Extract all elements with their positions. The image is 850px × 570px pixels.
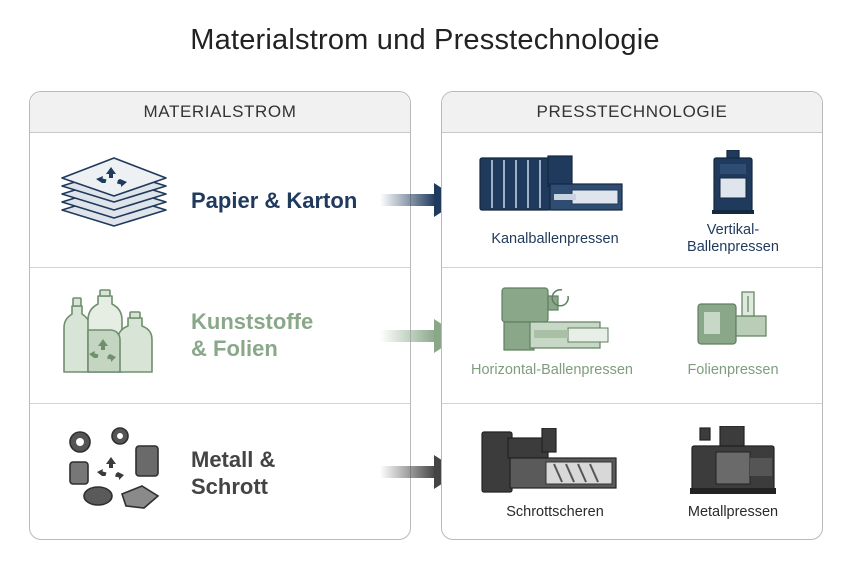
scrap-metal-recycle-icon (69, 427, 160, 509)
machine-label-vertical-baler: Vertikal- Ballenpressen (687, 222, 779, 255)
machine-label-metal-press: Metallpressen (687, 504, 779, 520)
material-flow-header: MATERIALSTROM (30, 92, 410, 133)
scrap-shear-icon (481, 428, 617, 493)
film-press-icon (697, 291, 767, 345)
material-row-paper: Papier & Karton (30, 132, 410, 268)
paper-stack-recycle-icon (61, 157, 167, 227)
metal-press-icon (690, 426, 776, 494)
press-technology-header: PRESSTECHNOLOGIE (442, 92, 822, 133)
plastic-bottles-recycle-icon (63, 289, 153, 373)
machine-label-scrap-shear: Schrottscheren (506, 504, 604, 520)
material-label-metal: Metall & Schrott (191, 447, 276, 499)
press-technology-panel: PRESSTECHNOLOGIE Kanalballenpressen (441, 91, 823, 540)
channel-baler-icon (479, 155, 623, 211)
machine-label-channel-baler: Kanalballenpressen (491, 231, 619, 247)
material-row-metal: Metall & Schrott (30, 404, 410, 539)
machine-label-film-press: Folienpressen (687, 362, 779, 378)
page-title: Materialstrom und Presstechnologie (190, 24, 660, 56)
press-row-paper: Kanalballenpressen Vertikal- Ballenpress… (442, 132, 822, 268)
material-flow-panel: MATERIALSTROM Papier & Karton (29, 91, 411, 540)
material-label-paper: Papier & Karton (191, 188, 358, 213)
press-row-metal: Schrottscheren Metallpressen (442, 404, 822, 539)
material-label-plastics: Kunststoffe & Folien (191, 309, 314, 361)
machine-label-horizontal-baler: Horizontal-Ballenpressen (471, 362, 633, 378)
vertical-baler-icon (712, 150, 754, 214)
material-row-plastics: Kunststoffe & Folien (30, 268, 410, 404)
horizontal-baler-icon (501, 287, 609, 351)
press-row-plastics: Horizontal-Ballenpressen Folienpressen (442, 268, 822, 404)
